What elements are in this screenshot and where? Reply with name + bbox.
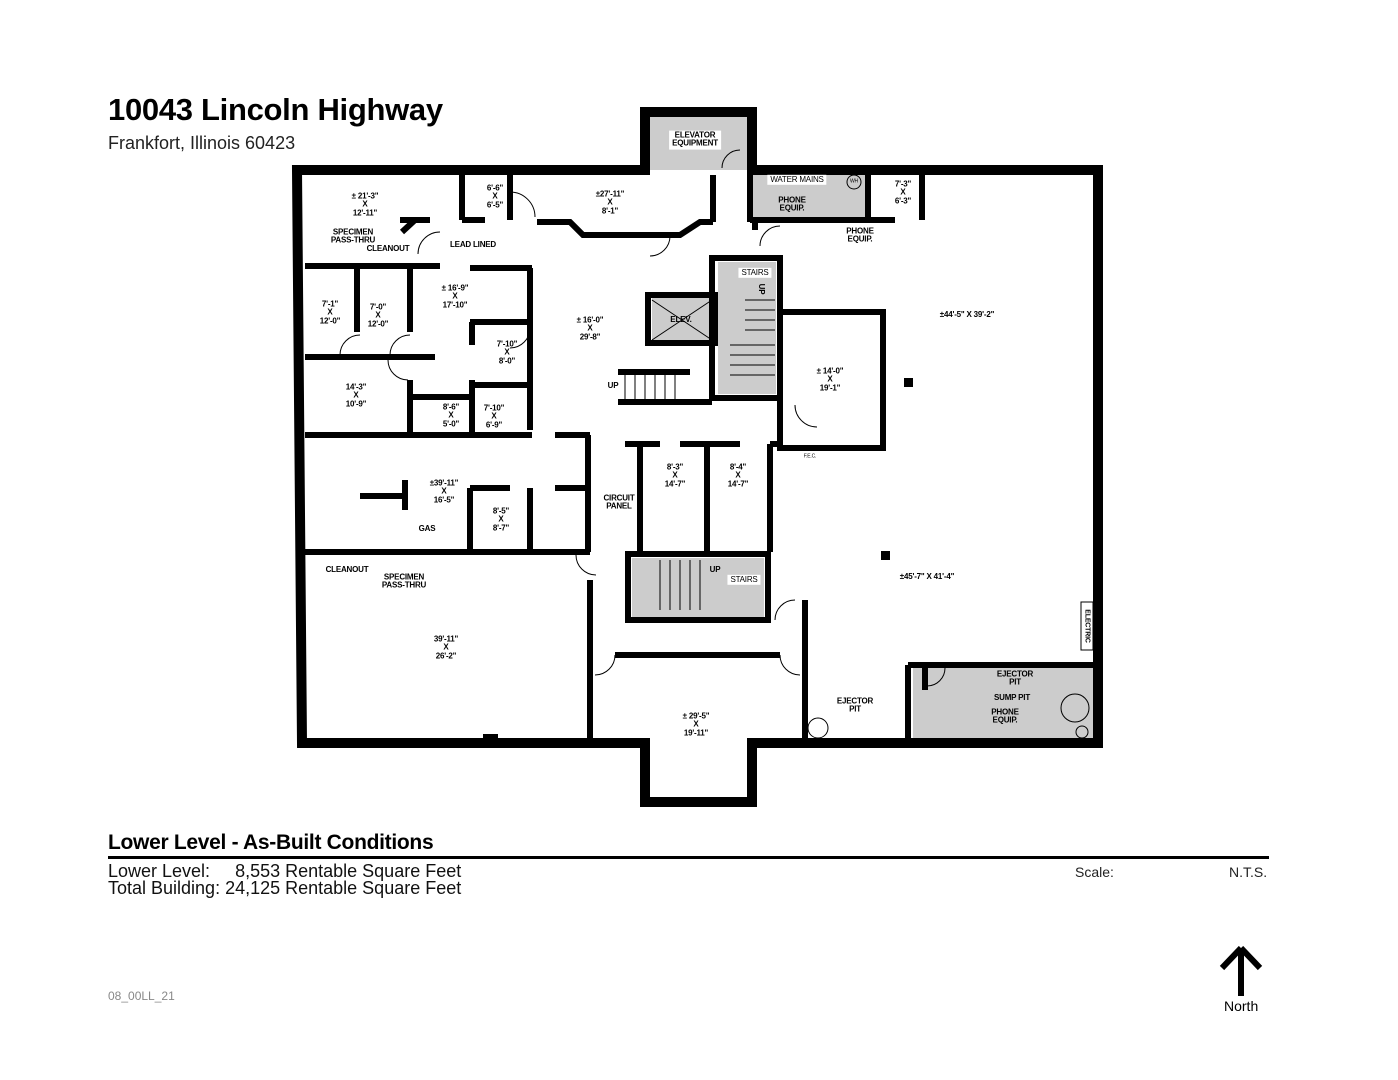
room-dimension: 7'-0" X 12'-0" xyxy=(367,302,389,329)
room-dimension: 39'-11" X 26'-2" xyxy=(433,634,459,661)
electric-label: ELECTRIC xyxy=(1083,609,1091,643)
circuit-panel-label: CIRCUIT PANEL xyxy=(603,493,635,511)
elevator-label: ELEV. xyxy=(670,314,692,324)
stairs-label: STAIRS xyxy=(727,574,761,586)
north-arrow-icon xyxy=(1219,946,1263,996)
phone-equipment-label: PHONE EQUIP. xyxy=(778,195,806,213)
specimen-pass-thru-label: SPECIMEN PASS-THRU xyxy=(330,227,376,245)
property-title: 10043 Lincoln Highway xyxy=(108,92,443,127)
room-dimension: ± 16'-0" X 29'-8" xyxy=(576,315,604,342)
room-dimension: ±27'-11" X 8'-1" xyxy=(595,189,625,216)
room-dimension: 7'-3" X 6'-3" xyxy=(894,179,912,206)
phone-equipment-label: PHONE EQUIP. xyxy=(991,707,1019,725)
room-dimension: ± 16'-9" X 17'-10" xyxy=(441,283,469,310)
fire-extinguisher-label: F.E.C. xyxy=(803,453,817,460)
stair-up-label: UP xyxy=(757,283,767,295)
columns xyxy=(483,378,913,742)
electric-panel xyxy=(1080,601,1094,651)
elevator-equipment-label: ELEVATOR EQUIPMENT xyxy=(669,130,721,150)
scale-label: Scale: xyxy=(1075,864,1114,880)
north-label: North xyxy=(1224,998,1259,1014)
room-dimension: 8'-3" X 14'-7" xyxy=(664,462,686,489)
room-dimension: 14'-3" X 10'-9" xyxy=(345,382,367,409)
room-dimension: 7'-1" X 12'-0" xyxy=(319,299,341,326)
ejector-pit-label: EJECTOR PIT xyxy=(996,669,1034,687)
cleanout-label: CLEANOUT xyxy=(325,564,369,574)
scale-value: N.T.S. xyxy=(1229,864,1268,880)
plan-title: Lower Level - As-Built Conditions xyxy=(108,831,434,854)
stair-up-label: UP xyxy=(709,564,721,574)
room-dimension: ±44'-5" X 39'-2" xyxy=(939,309,995,319)
room-dimension: ±45'-7" X 41'-4" xyxy=(899,571,955,581)
room-dimension: ±39'-11" X 16'-5" xyxy=(429,478,459,505)
room-dimension: ± 14'-0" X 19'-1" xyxy=(816,366,844,393)
room-dimension: 7'-10" X 8'-0" xyxy=(496,339,518,366)
room-dimension: 8'-4" X 14'-7" xyxy=(727,462,749,489)
door-swings xyxy=(339,149,1090,739)
gas-label: GAS xyxy=(418,523,436,533)
room-dimension: 8'-6" X 5'-0" xyxy=(442,402,460,429)
divider xyxy=(108,856,1269,859)
specimen-pass-thru-label: SPECIMEN PASS-THRU xyxy=(381,572,427,590)
water-heater-label: WH xyxy=(850,178,858,185)
stairs-label: STAIRS xyxy=(738,267,772,279)
ejector-pit-label: EJECTOR PIT xyxy=(836,696,874,714)
room-dimension: 7'-10" X 6'-9" xyxy=(483,403,505,430)
room-dimension: 8'-5" X 8'-7" xyxy=(492,506,510,533)
exterior-wall xyxy=(291,107,1103,807)
room-dimension: ± 29'-5" X 19'-11" xyxy=(682,711,710,738)
room-dimension: 6'-6" X 6'-5" xyxy=(486,183,504,210)
lower-level-area: Lower Level: 8,553 Rentable Square Feet xyxy=(108,861,462,881)
phone-equipment-label: PHONE EQUIP. xyxy=(846,226,874,244)
lead-lined-label: LEAD LINED xyxy=(449,239,497,249)
property-address: Frankfort, Illinois 60423 xyxy=(108,133,296,153)
total-building-area: Total Building: 24,125 Rentable Square F… xyxy=(108,878,462,898)
water-mains-label: WATER MAINS xyxy=(767,174,827,186)
document-id: 08_00LL_21 xyxy=(108,989,175,1003)
cleanout-label: CLEANOUT xyxy=(366,243,410,253)
room-dimension: ± 21'-3" X 12'-11" xyxy=(351,191,379,218)
utility-areas xyxy=(632,116,1093,741)
sump-pit-label: SUMP PIT xyxy=(993,692,1031,702)
stair-up-label: UP xyxy=(607,380,619,390)
stair-treads xyxy=(624,299,775,610)
interior-walls xyxy=(305,175,1095,742)
